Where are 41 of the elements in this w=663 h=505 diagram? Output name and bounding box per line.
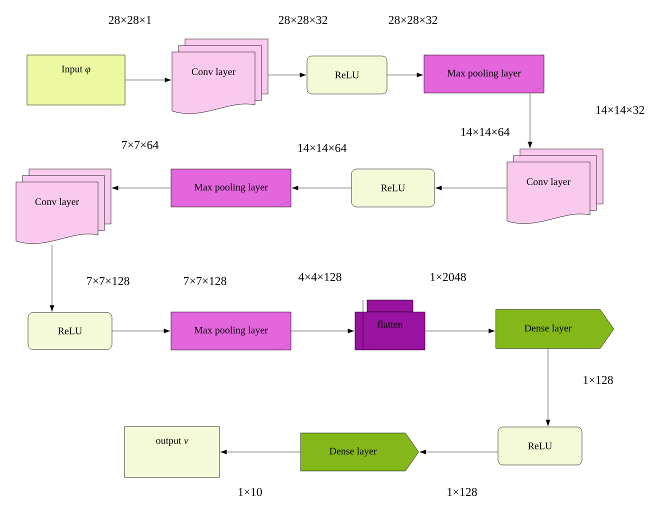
arrow (125, 78, 172, 82)
relu-box: ReLU (351, 168, 435, 208)
dimension-label: 7×7×128 (184, 276, 226, 286)
dimension-label: 1×10 (238, 488, 262, 496)
input-box: Input φ (26, 54, 126, 106)
arrow (50, 245, 54, 312)
dimension-label: 1×128 (448, 488, 477, 496)
max-pooling-box: Max pooling layer (170, 168, 292, 208)
dimension-label: 14×14×64 (461, 128, 510, 136)
dimension-label: 7×7×64 (122, 140, 159, 150)
arrow (435, 186, 507, 190)
relu-box: ReLU (306, 56, 388, 94)
arrow (291, 328, 354, 334)
dimension-label: 28×28×32 (388, 16, 438, 24)
arrow (528, 93, 532, 148)
conv-layer-stack: Conv layer (506, 148, 604, 224)
dimension-label: 28×28×1 (108, 16, 152, 24)
dimension-label: 28×28×32 (278, 16, 328, 24)
arrow (220, 450, 301, 454)
max-pooling-box: Max pooling layer (424, 54, 544, 94)
dimension-label: 14×14×64 (298, 144, 347, 152)
flatten-block: flatten (354, 300, 426, 350)
conv-layer-stack: Conv layer (172, 38, 268, 114)
arrow (268, 72, 306, 78)
relu-box: ReLU (498, 426, 582, 466)
dimension-label: 4×4×128 (298, 272, 342, 282)
arrow (420, 450, 498, 454)
relu-box: ReLU (28, 312, 112, 350)
output-box: output ν (124, 426, 220, 478)
dimension-label: 7×7×128 (87, 276, 130, 286)
dimension-label: 1×2048 (430, 272, 466, 282)
dimension-label: 14×14×32 (596, 106, 644, 114)
dimension-label: 1×128 (584, 376, 613, 384)
max-pooling-box: Max pooling layer (170, 312, 292, 350)
arrow (112, 328, 170, 334)
arrow (292, 186, 352, 190)
arrow (425, 328, 495, 334)
conv-layer-stack: Conv layer (16, 168, 112, 244)
arrow (546, 348, 550, 426)
arrow (387, 72, 424, 78)
arrow (112, 186, 171, 190)
